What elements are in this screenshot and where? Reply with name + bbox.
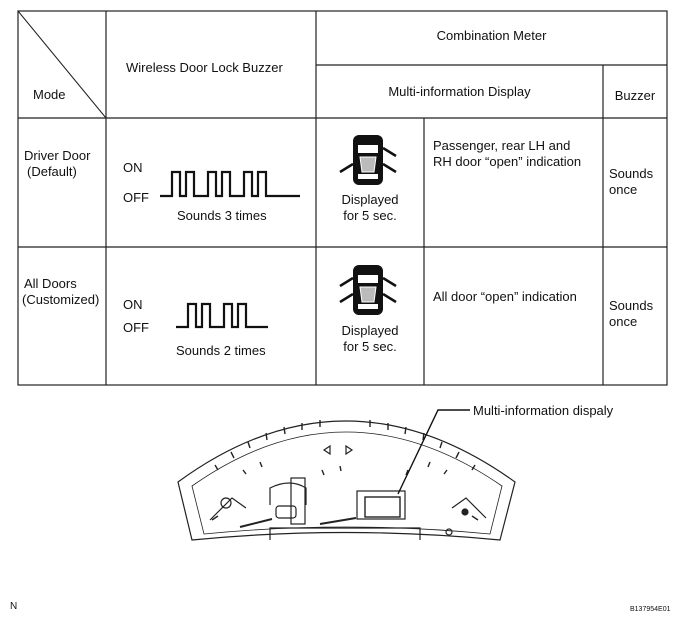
row2-display-line2: for 5 sec. [343, 339, 397, 354]
row2-mode-line2: (Customized) [22, 292, 100, 307]
footer-right-code: B137954E01 [630, 606, 671, 613]
row1-sounds-text: Sounds 3 times [177, 208, 267, 223]
header-multi-info-display: Multi-information Display [388, 84, 531, 99]
row1-display-line2: for 5 sec. [343, 208, 397, 223]
row1-off-label: OFF [123, 190, 149, 205]
header-combination-meter: Combination Meter [436, 28, 547, 43]
row2-mode-line1: All Doors [24, 276, 77, 291]
row2-indication-line1: All door “open” indication [433, 289, 577, 304]
header-mode: Mode [33, 87, 66, 102]
header-buzzer: Buzzer [614, 88, 656, 103]
row1-mode-line1: Driver Door [24, 148, 91, 163]
row2-buzzer-line2: once [609, 314, 638, 329]
row2-sounds-text: Sounds 2 times [176, 343, 266, 358]
row1-buzzer-line1: Sounds [609, 166, 654, 181]
footer-left-code: N [10, 601, 18, 612]
row1-buzzer-line2: once [609, 182, 638, 197]
row1-mode-line2: (Default) [27, 164, 77, 179]
header-wireless-buzzer: Wireless Door Lock Buzzer [126, 60, 283, 75]
callout-label: Multi-information dispaly [473, 403, 614, 418]
row2-on-label: ON [123, 297, 143, 312]
row2-buzzer-line1: Sounds [609, 298, 654, 313]
row2-display-line1: Displayed [341, 323, 399, 338]
row1-on-label: ON [123, 160, 143, 175]
row1-display-line1: Displayed [341, 192, 399, 207]
row1-indication-line2: RH door “open” indication [433, 154, 582, 169]
row2-off-label: OFF [123, 320, 149, 335]
row1-indication-line1: Passenger, rear LH and [433, 138, 571, 153]
